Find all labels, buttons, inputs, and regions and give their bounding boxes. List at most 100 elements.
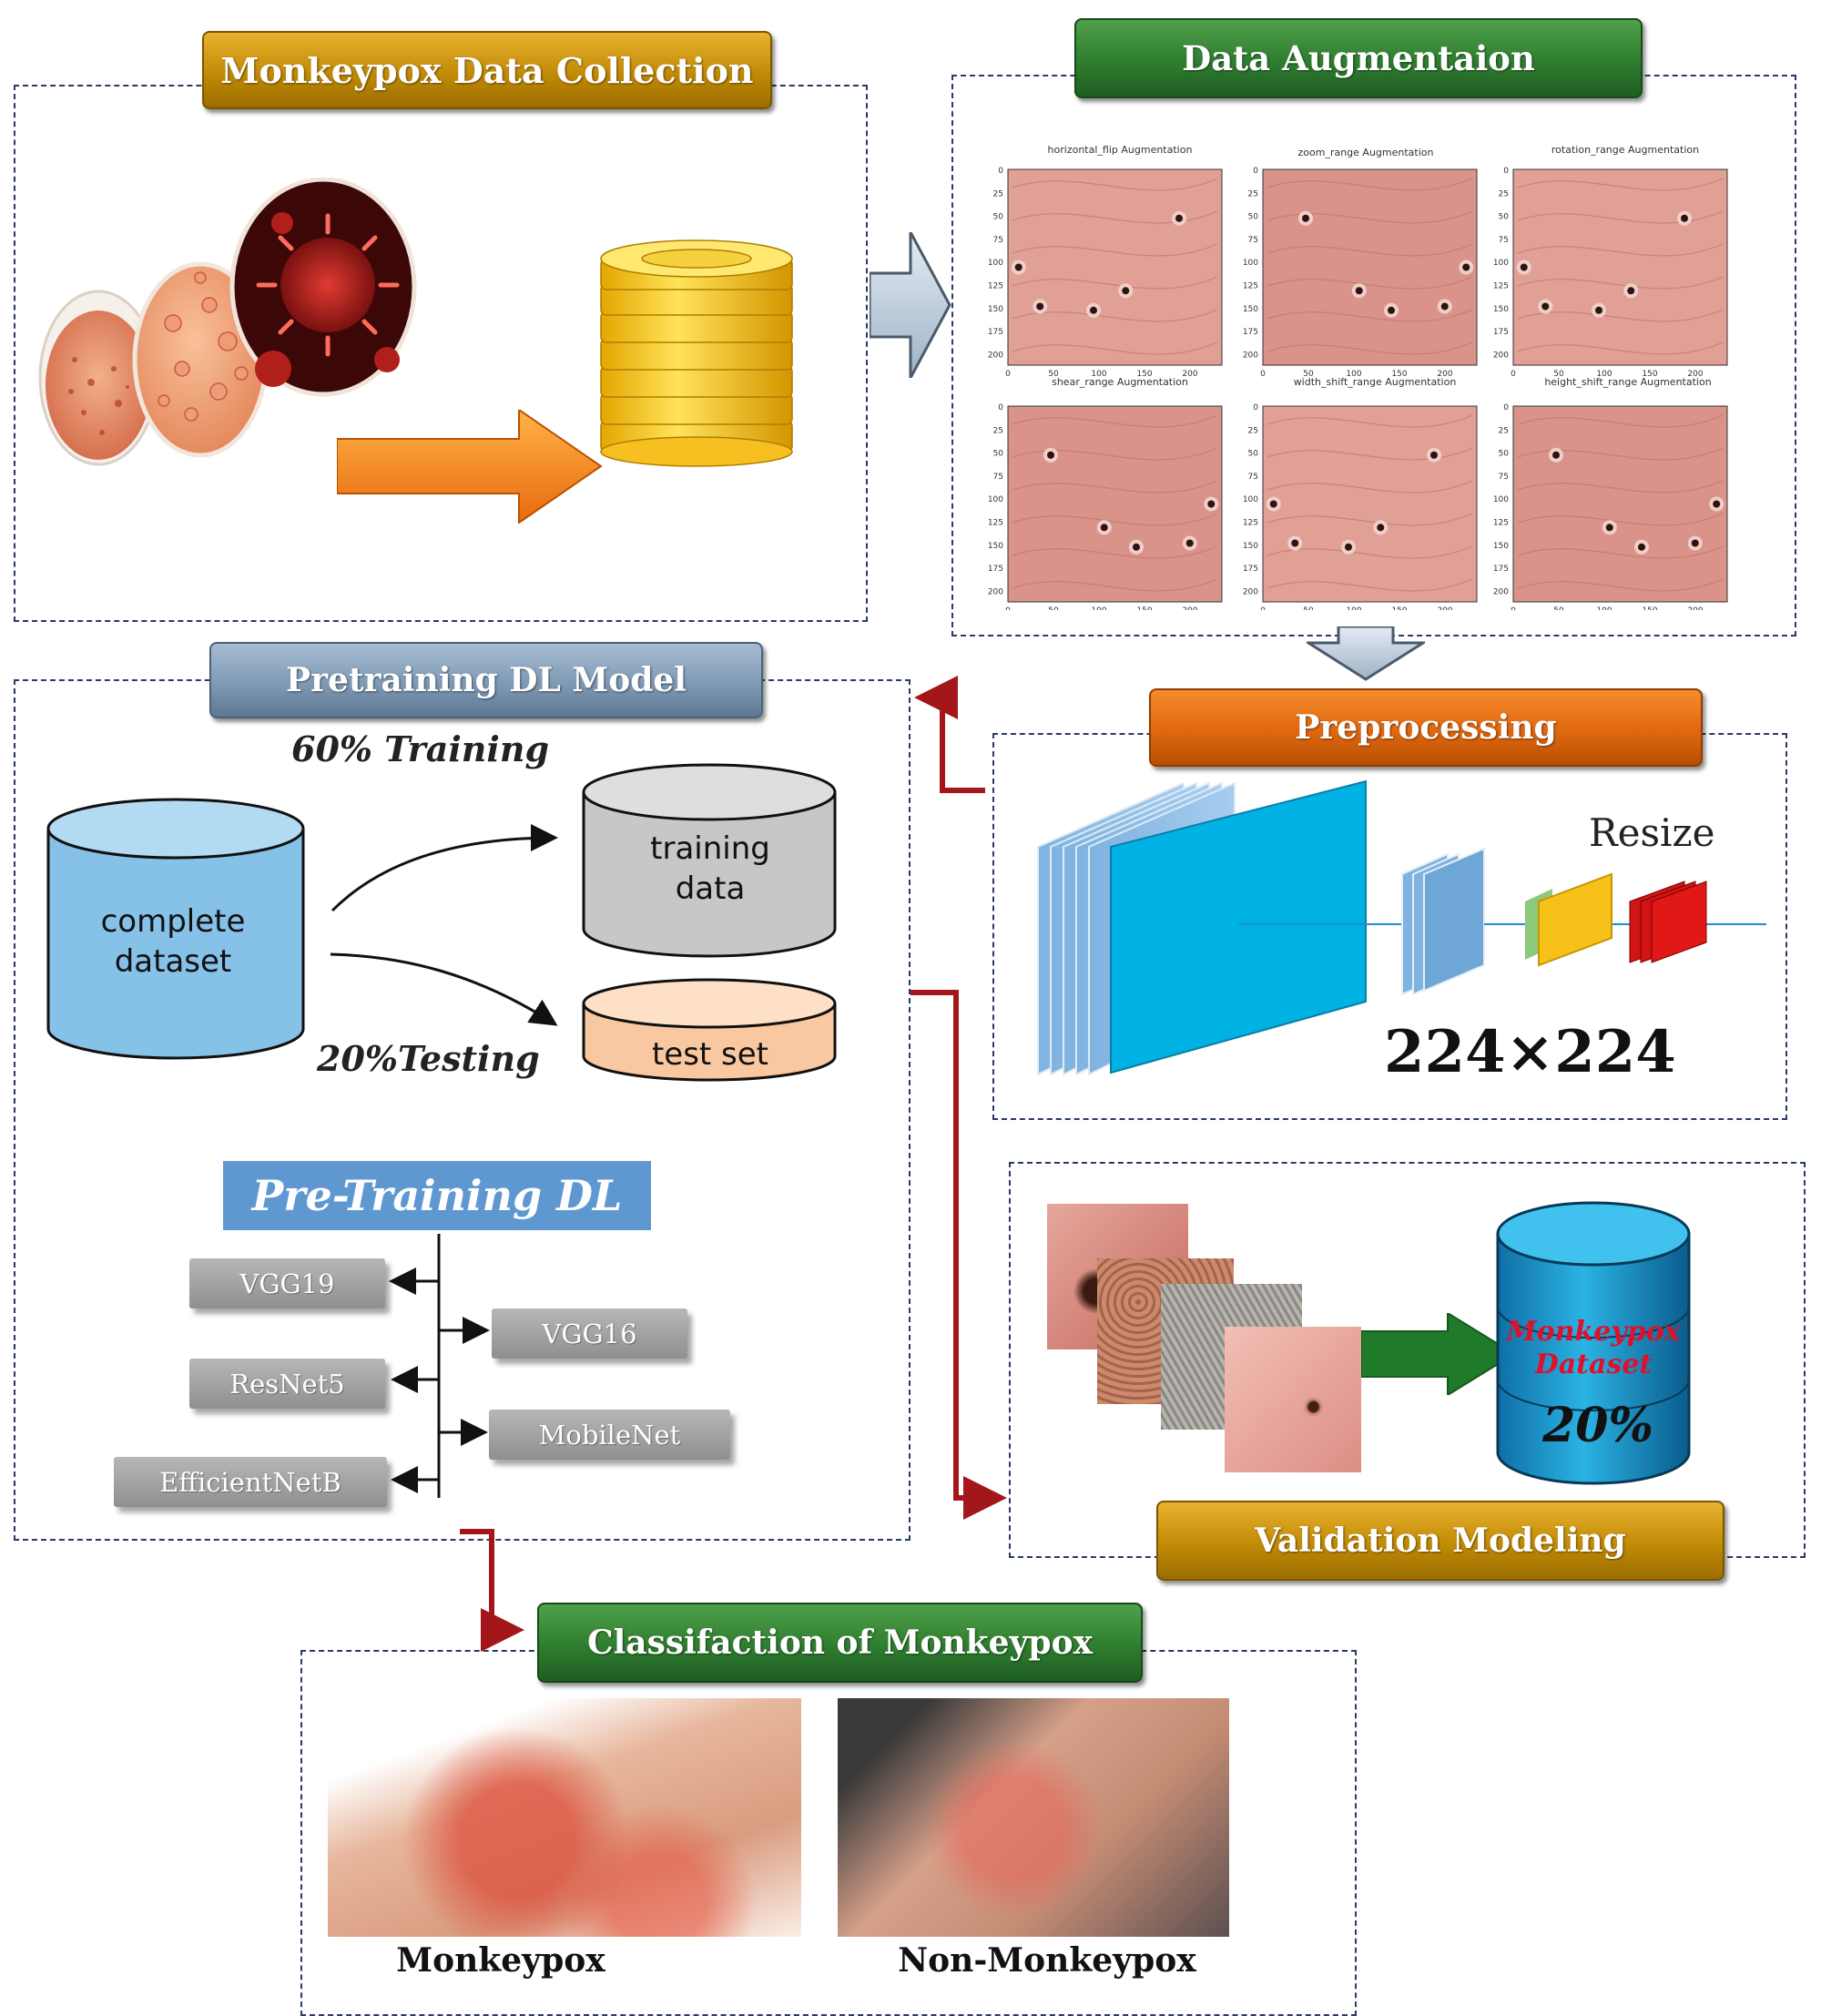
aug-xtick: 200 — [1182, 370, 1197, 379]
aug-ytick: 200 — [1493, 351, 1509, 360]
aug-ytick: 150 — [1493, 542, 1509, 551]
monkeypox-photo — [328, 1698, 801, 1937]
model-resnet: ResNet5 — [189, 1359, 385, 1409]
aug-title-5: width_shift_range Augmentation — [1293, 376, 1457, 388]
aug-xtick: 150 — [1391, 606, 1407, 610]
aug-ytick: 100 — [1493, 259, 1509, 268]
aug-ytick: 125 — [1243, 281, 1258, 290]
aug-ytick: 200 — [1243, 587, 1258, 596]
aug-ytick: 75 — [993, 473, 1003, 482]
aug-xtick: 0 — [1511, 606, 1516, 610]
non-monkeypox-photo — [838, 1698, 1229, 1937]
training-data-label: training data — [650, 830, 770, 907]
aug-xtick: 200 — [1182, 606, 1197, 610]
aug-ytick: 200 — [1493, 587, 1509, 596]
aug-xtick: 200 — [1437, 606, 1452, 610]
split-diagram — [46, 763, 837, 1082]
aug-ytick: 50 — [993, 450, 1004, 459]
aug-ytick: 0 — [998, 167, 1003, 176]
validation-stage-label: Validation Modeling — [1156, 1501, 1724, 1581]
aug-xtick: 100 — [1091, 370, 1106, 379]
augmentation-stage-label: Data Augmentaion — [1074, 18, 1643, 98]
aug-ytick: 175 — [1243, 328, 1258, 337]
testing-split-label: 20%Testing — [317, 1038, 540, 1079]
aug-title-2: zoom_range Augmentation — [1297, 147, 1434, 158]
aug-ytick: 150 — [1493, 305, 1509, 314]
pretraining-dl-header: Pre-Training DL — [223, 1161, 651, 1230]
aug-xtick: 50 — [1303, 606, 1314, 610]
aug-title-4: shear_range Augmentation — [1052, 376, 1188, 388]
aug-ytick: 0 — [1253, 167, 1258, 176]
aug-ytick: 50 — [1499, 213, 1510, 222]
aug-xtick: 150 — [1136, 370, 1152, 379]
aug-xtick: 50 — [1553, 606, 1564, 610]
aug-xtick: 200 — [1437, 370, 1452, 379]
database-stack-icon — [600, 239, 793, 467]
arrow-to-augmentation — [870, 232, 951, 378]
aug-ytick: 150 — [988, 542, 1003, 551]
aug-ytick: 175 — [1493, 328, 1509, 337]
aug-xtick: 0 — [1005, 606, 1011, 610]
aug-ytick: 200 — [1243, 351, 1258, 360]
aug-ytick: 75 — [993, 236, 1003, 245]
aug-xtick: 50 — [1553, 370, 1564, 379]
aug-xtick: 150 — [1136, 606, 1152, 610]
aug-ytick: 125 — [1243, 518, 1258, 527]
aug-ytick: 75 — [1248, 473, 1258, 482]
aug-ytick: 100 — [1493, 495, 1509, 504]
aug-ytick: 25 — [993, 189, 1003, 199]
validation-database-icon — [1496, 1201, 1691, 1485]
aug-ytick: 25 — [1248, 189, 1258, 199]
aug-ytick: 150 — [988, 305, 1003, 314]
aug-xtick: 200 — [1687, 370, 1703, 379]
model-efficientnet: EfficientNetB — [114, 1457, 387, 1507]
aug-xtick: 100 — [1346, 370, 1361, 379]
aug-ytick: 125 — [988, 281, 1003, 290]
augmentation-grid: 0 25 50 75 100 125 150 175 200 0 50 100 150 200 0 25 50 7… — [988, 167, 1728, 610]
aug-ytick: 75 — [1499, 473, 1509, 482]
aug-ytick: 125 — [988, 518, 1003, 527]
cnn-resize-diagram — [1037, 779, 1766, 1076]
aug-ytick: 50 — [1248, 450, 1259, 459]
aug-ytick: 0 — [1503, 167, 1509, 176]
aug-xtick: 0 — [1005, 370, 1011, 379]
aug-ytick: 200 — [988, 587, 1003, 596]
resize-label: Resize — [1589, 810, 1715, 855]
aug-ytick: 25 — [1499, 426, 1509, 435]
aug-xtick: 50 — [1303, 370, 1314, 379]
aug-ytick: 25 — [993, 426, 1003, 435]
aug-ytick: 0 — [1503, 403, 1509, 412]
monkeypox-class-label: Monkeypox — [396, 1941, 605, 1980]
aug-ytick: 50 — [993, 213, 1004, 222]
virus-images — [38, 178, 417, 466]
aug-xtick: 0 — [1260, 370, 1266, 379]
complete-dataset-label: complete dataset — [100, 903, 246, 980]
aug-ytick: 25 — [1248, 426, 1258, 435]
aug-ytick: 150 — [1243, 305, 1258, 314]
aug-ytick: 175 — [1493, 565, 1509, 574]
classification-stage-label: Classifaction of Monkeypox — [537, 1603, 1143, 1683]
aug-ytick: 50 — [1248, 213, 1259, 222]
aug-ytick: 0 — [1253, 403, 1258, 412]
test-set-label: test set — [651, 1036, 769, 1073]
aug-ytick: 100 — [988, 495, 1003, 504]
aug-ytick: 125 — [1493, 518, 1509, 527]
aug-ytick: 100 — [988, 259, 1003, 268]
aug-ytick: 150 — [1243, 542, 1258, 551]
aug-xtick: 200 — [1687, 606, 1703, 610]
right-arrow-icon — [337, 410, 603, 524]
aug-ytick: 75 — [1499, 236, 1509, 245]
aug-ytick: 25 — [1499, 189, 1509, 199]
aug-xtick: 150 — [1642, 606, 1657, 610]
aug-xtick: 150 — [1391, 370, 1407, 379]
aug-xtick: 150 — [1642, 370, 1657, 379]
collection-stage-label: Monkeypox Data Collection — [202, 31, 772, 109]
arrow-to-preprocessing — [1307, 626, 1425, 681]
aug-xtick: 50 — [1048, 370, 1059, 379]
